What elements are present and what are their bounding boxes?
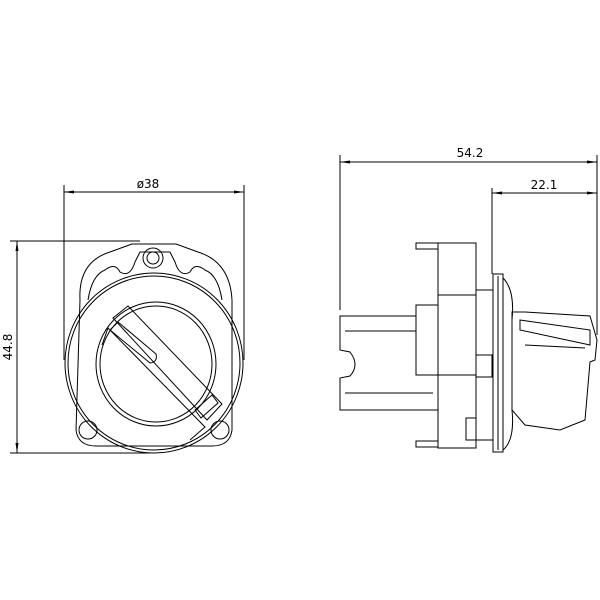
front-length-label: 22.1 (531, 178, 558, 192)
selector-knob (101, 305, 223, 441)
front-bezel (64, 272, 244, 454)
height-label: 44.8 (1, 334, 15, 361)
mounting-flange (492, 273, 514, 453)
diameter-dimension: ø38 (63, 177, 245, 360)
front-length-dimension: 22.1 (491, 178, 597, 274)
total-length-label: 54.2 (457, 146, 484, 160)
selector-knob-side (511, 311, 598, 431)
height-dimension: 44.8 (1, 240, 150, 454)
diameter-label: ø38 (137, 177, 160, 191)
actuator-shaft (339, 315, 439, 411)
front-view: ø38 44.8 (1, 177, 245, 454)
housing (75, 243, 233, 447)
side-view: 54.2 22.1 (339, 146, 598, 453)
length-dimension: 54.2 (339, 146, 598, 335)
contact-block (415, 242, 494, 449)
